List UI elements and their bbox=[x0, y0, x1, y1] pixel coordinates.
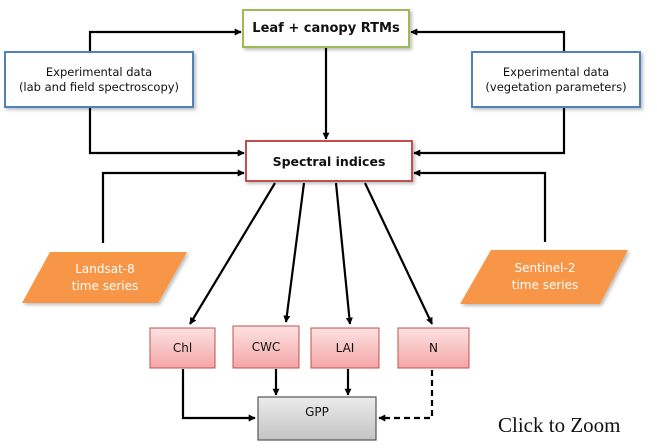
arrow-exp-left-to-rtm bbox=[88, 28, 242, 51]
landsat-line-1: Landsat-8 bbox=[75, 261, 135, 276]
lai-box bbox=[310, 327, 380, 369]
arrow-chl-to-gpp bbox=[181, 369, 256, 422]
arrow-sentinel-to-spectral bbox=[413, 169, 547, 242]
gpp-box bbox=[257, 396, 377, 441]
exp-right-box bbox=[471, 51, 641, 108]
spectral-box bbox=[245, 140, 413, 182]
cwc-box bbox=[232, 325, 300, 369]
rtm-box bbox=[242, 9, 410, 48]
spectral-label: Spectral indices bbox=[272, 153, 386, 169]
exp-left-label: Experimental data (lab and field spectro… bbox=[5, 52, 193, 107]
arrow-exp-right-to-rtm bbox=[410, 28, 566, 51]
cwc-label: CWC bbox=[251, 340, 281, 354]
arrow-spectral-to-cwc bbox=[283, 182, 306, 323]
arrow-exp-left-to-spectral bbox=[88, 108, 245, 157]
arrow-spectral-to-chl bbox=[189, 182, 276, 325]
exp-left-box bbox=[4, 51, 194, 108]
click-to-zoom-link[interactable]: Click to Zoom bbox=[498, 413, 621, 437]
sentinel-parallelogram bbox=[460, 250, 628, 304]
lai-label: LAI bbox=[335, 341, 355, 355]
n-label: N bbox=[429, 341, 438, 355]
landsat-parallelogram bbox=[22, 252, 187, 303]
arrow-n-to-gpp bbox=[378, 370, 434, 422]
arrow-spectral-to-n bbox=[364, 182, 433, 325]
landsat-label: Landsat-8 time series bbox=[30, 252, 180, 303]
exp-right-line-1: Experimental data bbox=[502, 64, 610, 79]
gpp-label: GPP bbox=[305, 405, 329, 419]
exp-right-line-2: (vegetation parameters) bbox=[485, 79, 627, 94]
n-box bbox=[397, 327, 470, 369]
arrow-spectral-to-lai bbox=[334, 182, 353, 325]
arrow-exp-right-to-spectral bbox=[413, 108, 566, 157]
rtm-label: Leaf + canopy RTMs bbox=[252, 21, 400, 36]
sentinel-label: Sentinel-2 time series bbox=[470, 250, 620, 304]
chl-label: Chl bbox=[172, 341, 193, 355]
exp-right-label: Experimental data (vegetation parameters… bbox=[472, 52, 640, 107]
sentinel-line-1: Sentinel-2 bbox=[514, 261, 576, 275]
arrow-landsat-to-spectral bbox=[101, 169, 245, 243]
sentinel-line-2: time series bbox=[511, 278, 579, 292]
exp-left-line-1: Experimental data bbox=[45, 64, 153, 79]
landsat-line-2: time series bbox=[71, 278, 139, 293]
exp-left-line-2: (lab and field spectroscopy) bbox=[18, 79, 180, 94]
chl-box bbox=[149, 327, 216, 369]
